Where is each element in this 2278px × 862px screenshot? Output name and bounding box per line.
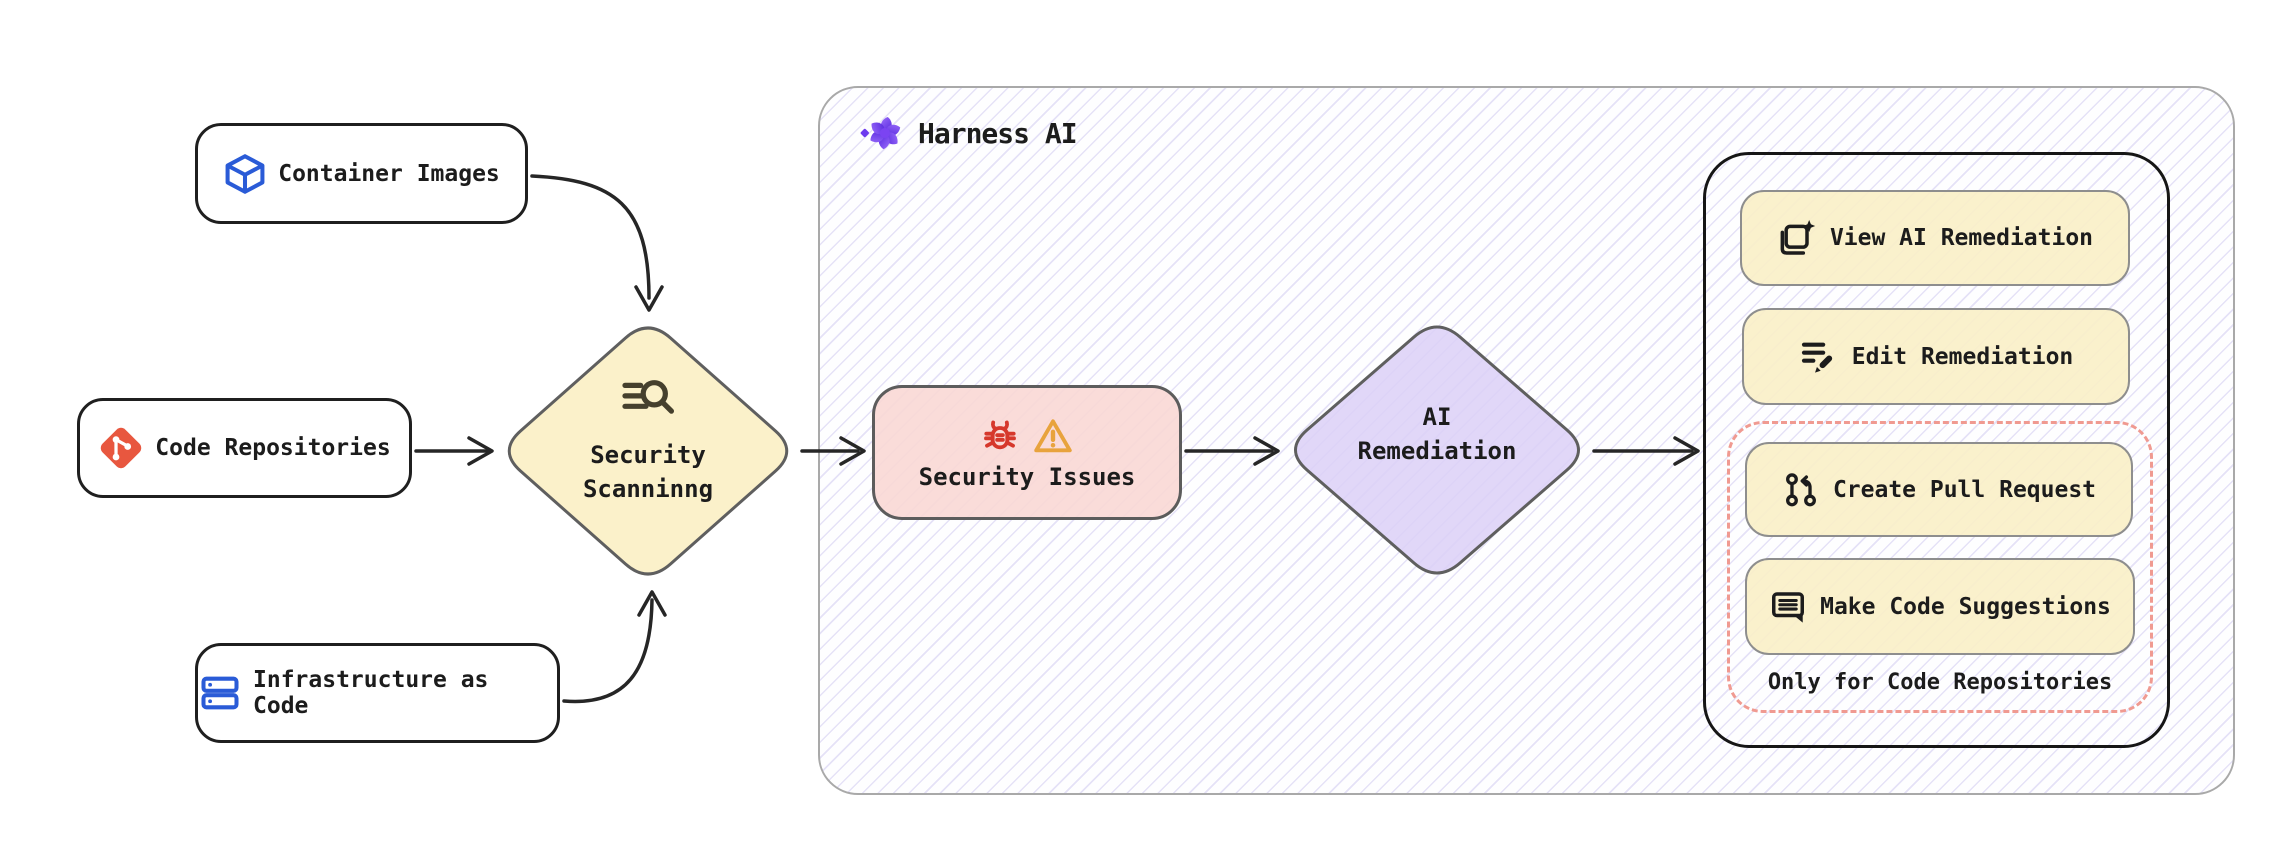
node-label: Code Repositories — [155, 435, 391, 461]
git-icon — [101, 427, 142, 469]
security-scanning-label: Security Scanninng — [582, 441, 714, 504]
harness-ai-label: Harness AI — [860, 110, 1078, 156]
node-code-repositories: Code Repositories — [77, 398, 412, 498]
remediation-actions-panel — [1703, 152, 2170, 748]
arrow-container-to-scan — [530, 174, 651, 300]
node-label: Infrastructure as Code — [253, 667, 489, 719]
pull-request-icon — [1785, 472, 1816, 506]
harness-ai-title: Harness AI — [918, 116, 1078, 150]
scan-search-icon — [620, 376, 676, 422]
cube-icon — [225, 153, 265, 194]
view-remediation-icon — [1780, 220, 1816, 255]
server-stack-icon — [201, 676, 239, 710]
code-suggestions-icon — [1772, 591, 1805, 623]
node-security-issues: Security Issues — [872, 385, 1182, 520]
arrow-iac-to-scan — [562, 598, 654, 704]
edit-remediation-button: Edit Remediation — [1742, 308, 2130, 405]
ai-remediation-label: AI Remediation — [1357, 403, 1517, 466]
node-infrastructure-as-code: Infrastructure as Code — [195, 643, 560, 743]
action-label: Create Pull Request — [1832, 476, 2097, 503]
repo-only-note: Only for Code Repositories — [1767, 670, 2113, 695]
code-repositories-only-zone — [1727, 421, 2153, 713]
harness-flower-icon — [860, 116, 901, 150]
create-pull-request-button: Create Pull Request — [1745, 442, 2133, 537]
action-label: Make Code Suggestions — [1820, 593, 2111, 620]
view-ai-remediation-button: View AI Remediation — [1740, 190, 2130, 286]
edit-remediation-icon — [1801, 342, 1832, 373]
security-issues-label: Security Issues — [918, 462, 1136, 491]
node-label: Container Images — [278, 160, 500, 187]
bug-icon — [984, 420, 1016, 449]
action-label: View AI Remediation — [1829, 225, 2094, 251]
action-label: Edit Remediation — [1851, 343, 2074, 370]
make-code-suggestions-button: Make Code Suggestions — [1745, 558, 2135, 655]
node-container-images: Container Images — [195, 123, 528, 224]
warning-icon — [1034, 418, 1072, 452]
